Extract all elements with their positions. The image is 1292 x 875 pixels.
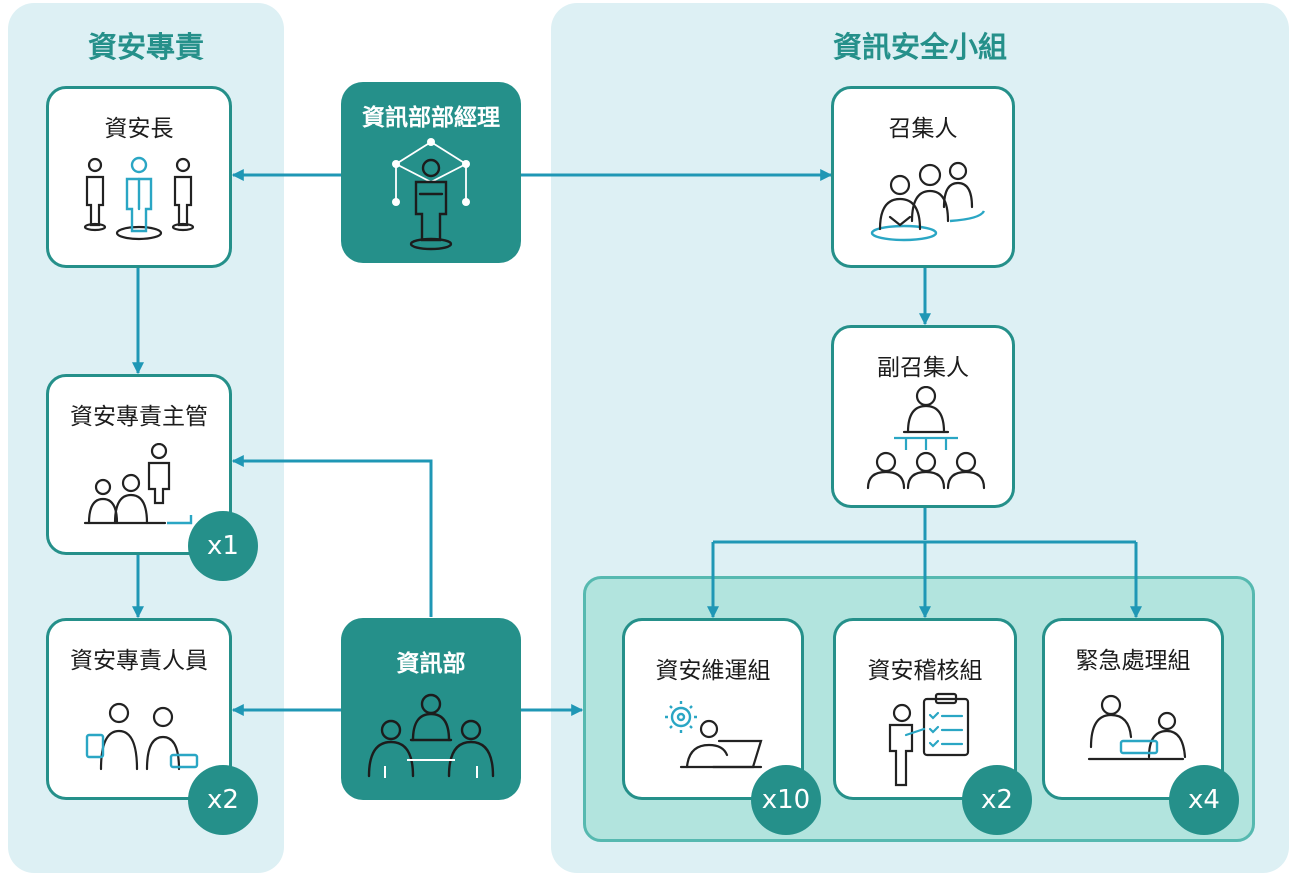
- node-ops-badge: x10: [751, 765, 821, 835]
- people-leader-icon: [83, 156, 195, 241]
- node-staff-label: 資安專責人員: [70, 648, 208, 674]
- clipboard-checklist-icon: [888, 692, 970, 787]
- node-emergency-label: 緊急處理組: [1075, 648, 1191, 674]
- node-emergency-badge: x4: [1169, 765, 1239, 835]
- node-it-dept-label: 資訊部: [396, 651, 466, 677]
- node-audit-label: 資安稽核組: [867, 658, 983, 684]
- node-ops-label: 資安維運組: [655, 658, 771, 684]
- hierarchy-icon: [866, 386, 986, 490]
- node-it-dept[interactable]: 資訊部: [341, 618, 521, 800]
- right-panel-title: 資訊安全小組: [832, 30, 1007, 64]
- node-convener-label: 召集人: [888, 116, 958, 142]
- collaboration-icon: [85, 702, 199, 771]
- node-supervisor-label: 資安專責主管: [70, 404, 208, 430]
- node-convener[interactable]: 召集人: [831, 86, 1015, 268]
- node-audit[interactable]: 資安稽核組 x2: [833, 618, 1032, 835]
- network-manager-icon: [392, 138, 470, 251]
- node-ciso[interactable]: 資安長: [46, 86, 232, 268]
- node-deputy[interactable]: 副召集人: [831, 325, 1015, 508]
- node-supervisor[interactable]: 資安專責主管 x1: [46, 374, 258, 581]
- group-icon: [870, 161, 986, 242]
- node-it-manager[interactable]: 資訊部部經理: [341, 82, 521, 263]
- tablet-discussion-icon: [1087, 694, 1187, 761]
- node-deputy-label: 副召集人: [877, 355, 969, 381]
- gear-laptop-icon: [665, 701, 763, 769]
- meeting-leader-icon: [83, 443, 193, 525]
- left-panel-title: 資安專責: [87, 30, 204, 64]
- node-staff[interactable]: 資安專責人員 x2: [46, 618, 258, 835]
- node-it-manager-label: 資訊部部經理: [362, 105, 500, 131]
- arrow-itdept-to-supervisor: [231, 455, 433, 617]
- node-supervisor-badge: x1: [188, 511, 258, 581]
- node-audit-badge: x2: [962, 765, 1032, 835]
- node-ops[interactable]: 資安維運組 x10: [622, 618, 821, 835]
- node-emergency[interactable]: 緊急處理組 x4: [1042, 618, 1239, 835]
- node-ciso-label: 資安長: [104, 116, 174, 142]
- team-meeting-icon: [367, 693, 495, 778]
- node-staff-badge: x2: [188, 765, 258, 835]
